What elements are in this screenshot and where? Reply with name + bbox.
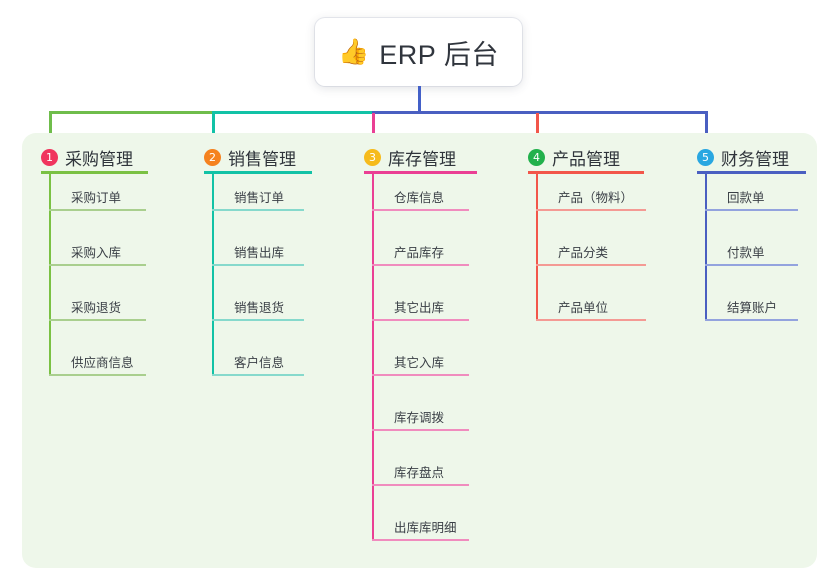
branch-header-5[interactable]: 5 财务管理 bbox=[697, 145, 789, 170]
branch-leaf-rule bbox=[372, 319, 469, 321]
branch-header-2[interactable]: 2 销售管理 bbox=[204, 145, 296, 170]
branch-leaf-item[interactable]: 结算账户 bbox=[705, 295, 798, 321]
branch-header-3[interactable]: 3 库存管理 bbox=[364, 145, 456, 170]
branch-leaf-item[interactable]: 采购退货 bbox=[49, 295, 146, 321]
branch-header-rule bbox=[528, 171, 644, 174]
branch-spine bbox=[49, 174, 51, 376]
branch-leaf-label: 销售订单 bbox=[234, 191, 285, 205]
branch-spine bbox=[372, 174, 374, 541]
branch-leaf-label: 采购入库 bbox=[71, 246, 122, 260]
thumbs-up-icon: 👍 bbox=[338, 37, 370, 66]
branch-leaf-rule bbox=[212, 374, 304, 376]
branch-leaf-rule bbox=[372, 539, 469, 541]
branch-leaf-item[interactable]: 产品（物料） bbox=[536, 185, 646, 211]
bus-segment-1 bbox=[49, 111, 212, 114]
branch-panel: 1 采购管理采购订单采购入库采购退货供应商信息 2 销售管理销售订单销售出库销售退货客… bbox=[22, 133, 817, 568]
branch-leaf-rule bbox=[705, 264, 798, 266]
branch-leaf-label: 产品分类 bbox=[558, 246, 609, 260]
root-node-content: 👍 ERP 后台 bbox=[338, 33, 499, 72]
branch-leaf-label: 出库库明细 bbox=[394, 521, 457, 535]
root-trunk-connector bbox=[418, 86, 421, 113]
branch-leaf-item[interactable]: 回款单 bbox=[705, 185, 798, 211]
branch-title: 产品管理 bbox=[552, 150, 620, 169]
branch-leaf-item[interactable]: 销售订单 bbox=[212, 185, 304, 211]
branch-leaf-item[interactable]: 销售退货 bbox=[212, 295, 304, 321]
branch-leaf-label: 采购订单 bbox=[71, 191, 122, 205]
branch-leaf-rule bbox=[372, 484, 469, 486]
branch-leaf-rule bbox=[49, 209, 146, 211]
branch-number-badge: 2 bbox=[204, 149, 221, 166]
branch-spine bbox=[536, 174, 538, 321]
branch-leaf-item[interactable]: 产品分类 bbox=[536, 240, 646, 266]
bus-segment-2 bbox=[212, 111, 372, 114]
branch-leaf-label: 结算账户 bbox=[727, 301, 778, 315]
branch-leaf-rule bbox=[372, 374, 469, 376]
branch-leaf-rule bbox=[212, 319, 304, 321]
branch-leaf-rule bbox=[49, 374, 146, 376]
branch-leaf-label: 其它出库 bbox=[394, 301, 445, 315]
branch-spine bbox=[212, 174, 214, 376]
branch-leaf-item[interactable]: 付款单 bbox=[705, 240, 798, 266]
branch-number-badge: 3 bbox=[364, 149, 381, 166]
bus-segment-3 bbox=[372, 111, 708, 114]
branch-leaf-label: 供应商信息 bbox=[71, 356, 134, 370]
branch-leaf-item[interactable]: 其它出库 bbox=[372, 295, 469, 321]
branch-leaf-label: 付款单 bbox=[727, 246, 765, 260]
branch-spine bbox=[705, 174, 707, 321]
branch-leaf-item[interactable]: 出库库明细 bbox=[372, 515, 469, 541]
branch-title: 财务管理 bbox=[721, 150, 789, 169]
branch-title: 采购管理 bbox=[65, 150, 133, 169]
branch-leaf-rule bbox=[536, 209, 646, 211]
branch-leaf-label: 销售出库 bbox=[234, 246, 285, 260]
branch-header-rule bbox=[41, 171, 148, 174]
branch-leaf-rule bbox=[372, 429, 469, 431]
branch-leaf-item[interactable]: 采购入库 bbox=[49, 240, 146, 266]
branch-title: 库存管理 bbox=[388, 150, 456, 169]
branch-header-4[interactable]: 4 产品管理 bbox=[528, 145, 620, 170]
branch-leaf-rule bbox=[372, 264, 469, 266]
branch-leaf-rule bbox=[49, 319, 146, 321]
root-node-title: ERP 后台 bbox=[379, 39, 499, 70]
root-node[interactable]: 👍 ERP 后台 bbox=[315, 18, 522, 86]
branch-number-badge: 5 bbox=[697, 149, 714, 166]
branch-leaf-item[interactable]: 采购订单 bbox=[49, 185, 146, 211]
branch-title: 销售管理 bbox=[228, 150, 296, 169]
branch-header-1[interactable]: 1 采购管理 bbox=[41, 145, 133, 170]
branch-leaf-item[interactable]: 销售出库 bbox=[212, 240, 304, 266]
branch-leaf-label: 产品（物料） bbox=[558, 191, 634, 205]
branch-leaf-label: 产品库存 bbox=[394, 246, 445, 260]
branch-header-rule bbox=[364, 171, 477, 174]
branch-header-rule bbox=[697, 171, 806, 174]
branch-number-badge: 4 bbox=[528, 149, 545, 166]
branch-leaf-label: 客户信息 bbox=[234, 356, 285, 370]
branch-leaf-rule bbox=[372, 209, 469, 211]
branch-leaf-item[interactable]: 库存盘点 bbox=[372, 460, 469, 486]
branch-leaf-rule bbox=[536, 319, 646, 321]
branch-leaf-rule bbox=[705, 209, 798, 211]
branch-leaf-item[interactable]: 客户信息 bbox=[212, 350, 304, 376]
branch-leaf-label: 产品单位 bbox=[558, 301, 609, 315]
branch-leaf-label: 回款单 bbox=[727, 191, 765, 205]
branch-leaf-item[interactable]: 其它入库 bbox=[372, 350, 469, 376]
branch-leaf-rule bbox=[536, 264, 646, 266]
branch-number-badge: 1 bbox=[41, 149, 58, 166]
branch-leaf-label: 库存调拨 bbox=[394, 411, 445, 425]
branch-leaf-item[interactable]: 库存调拨 bbox=[372, 405, 469, 431]
branch-leaf-item[interactable]: 产品单位 bbox=[536, 295, 646, 321]
branch-leaf-label: 其它入库 bbox=[394, 356, 445, 370]
branch-leaf-rule bbox=[212, 264, 304, 266]
branch-leaf-label: 库存盘点 bbox=[394, 466, 445, 480]
branch-leaf-item[interactable]: 产品库存 bbox=[372, 240, 469, 266]
branch-leaf-rule bbox=[705, 319, 798, 321]
branch-leaf-item[interactable]: 供应商信息 bbox=[49, 350, 146, 376]
branch-leaf-label: 采购退货 bbox=[71, 301, 122, 315]
branch-leaf-item[interactable]: 仓库信息 bbox=[372, 185, 469, 211]
bus-right-cap bbox=[705, 111, 708, 112]
branch-leaf-rule bbox=[212, 209, 304, 211]
branch-leaf-label: 销售退货 bbox=[234, 301, 285, 315]
bus-left-cap bbox=[49, 111, 52, 112]
branch-header-rule bbox=[204, 171, 312, 174]
branch-leaf-label: 仓库信息 bbox=[394, 191, 445, 205]
branch-leaf-rule bbox=[49, 264, 146, 266]
